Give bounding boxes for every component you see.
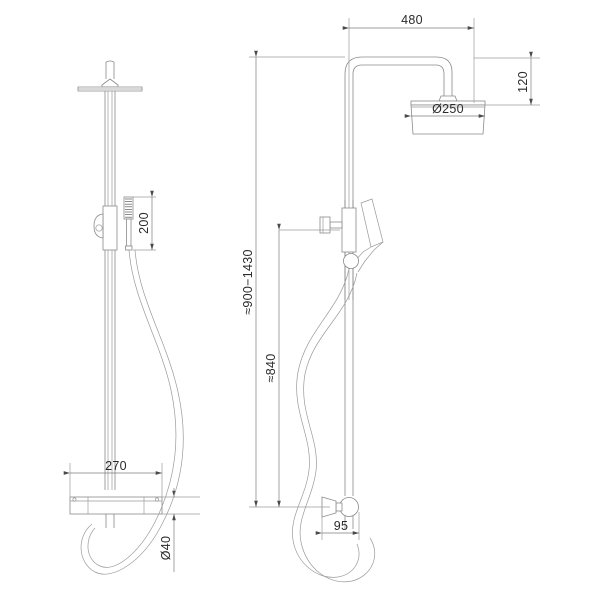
dim-250-group: Ø250 xyxy=(404,102,485,118)
side-valve-body xyxy=(69,496,163,528)
dim-label-95: 95 xyxy=(334,519,349,533)
dim-label-900-1430: ≈900−1430 xyxy=(241,249,255,315)
dim-label-120: 120 xyxy=(516,71,530,93)
dim-label-840: ≈840 xyxy=(264,354,278,383)
dim-label-250: Ø250 xyxy=(432,102,464,116)
front-rain-head xyxy=(410,95,486,135)
dim-40-group: Ø40 xyxy=(159,488,200,572)
side-riser-column xyxy=(104,91,116,490)
dim-95-group: 95 xyxy=(315,512,360,540)
front-hand-shower xyxy=(343,198,384,273)
side-riser-top-stub xyxy=(105,60,115,79)
dim-120-group: 120 xyxy=(474,51,540,106)
side-view-group: 200 270 Ø40 xyxy=(63,60,200,575)
dim-200-group: 200 xyxy=(133,190,156,251)
front-view-group: 480 120 Ø250 xyxy=(241,13,540,583)
front-hose xyxy=(292,268,375,583)
side-hand-shower xyxy=(123,196,134,251)
front-shower-arm xyxy=(344,56,453,300)
dim-840-group: ≈840 xyxy=(264,223,340,507)
dim-label-200: 200 xyxy=(137,212,151,234)
side-hand-shower-hatching xyxy=(125,198,132,218)
dim-label-40: Ø40 xyxy=(159,536,173,561)
side-slider-bracket xyxy=(93,205,118,251)
dim-label-480: 480 xyxy=(401,13,423,27)
side-rain-head xyxy=(77,78,143,92)
side-hose xyxy=(80,249,184,575)
dim-label-270: 270 xyxy=(105,459,127,473)
dim-270-group: 270 xyxy=(63,459,163,497)
dim-480-group: 480 xyxy=(342,13,475,300)
front-slider-bracket xyxy=(319,207,357,253)
dim-900-1430-group: ≈900−1430 xyxy=(241,50,345,508)
